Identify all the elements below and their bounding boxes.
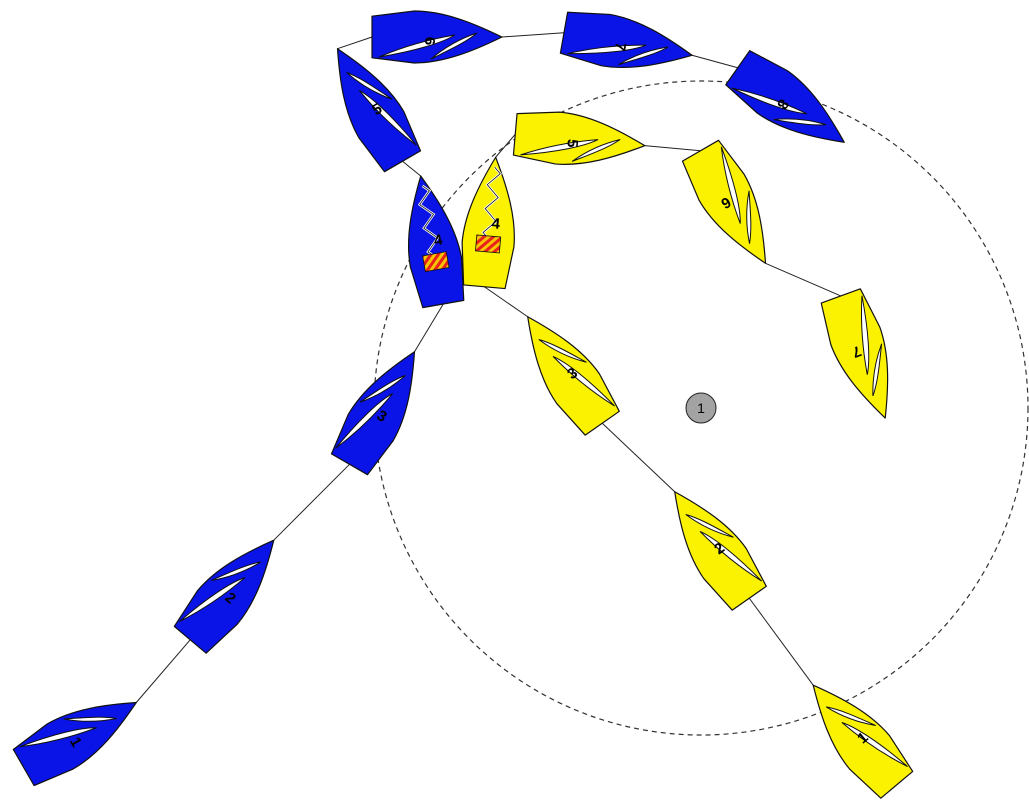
yellow-track-segment: [484, 287, 527, 317]
blue-track-segment: [274, 464, 350, 540]
blue-track-segment: [692, 55, 738, 67]
blue-boat-position-8[interactable]: 8: [723, 46, 859, 163]
yellow-boat-position-2[interactable]: 2: [653, 477, 770, 613]
yellow-track-segment: [645, 146, 701, 151]
yellow-penalty-flag: [475, 235, 500, 253]
blue-boat-position-4[interactable]: 4: [395, 171, 469, 308]
blue-position-label: 6: [421, 37, 438, 45]
yellow-boat-position-7[interactable]: 7: [816, 287, 909, 427]
yellow-position-label: 5: [563, 138, 581, 148]
blue-boat-position-7[interactable]: 7: [559, 7, 696, 81]
blue-boat-hull: [395, 171, 469, 308]
yellow-boat-position-3[interactable]: 3: [506, 302, 623, 438]
yellow-track-segment: [496, 134, 516, 157]
yellow-boat-position-4[interactable]: 4: [458, 155, 521, 289]
blue-boat-position-2[interactable]: 2: [170, 523, 293, 656]
yellow-boat-hull: [458, 155, 521, 289]
blue-boat-position-3[interactable]: 3: [327, 339, 437, 478]
yellow-boat-position-6[interactable]: 6: [678, 138, 788, 277]
blue-boat-position-1[interactable]: 1: [11, 680, 150, 790]
yellow-boat-position-5[interactable]: 5: [513, 108, 647, 171]
blue-track-segment: [502, 33, 564, 37]
yellow-track-segment: [749, 598, 813, 685]
blue-track-segment: [136, 640, 190, 703]
yellow-track-segment: [766, 263, 841, 296]
rounding-mark[interactable]: 1: [686, 393, 716, 423]
yellow-boat-position-1[interactable]: 1: [793, 668, 916, 801]
mark-label: 1: [697, 400, 705, 416]
yellow-track-segment: [602, 423, 674, 492]
blue-boat-position-6[interactable]: 6: [372, 11, 502, 63]
blue-track-segment: [403, 161, 421, 176]
blue-track-segment: [338, 37, 373, 49]
blue-track-segment: [415, 304, 444, 352]
